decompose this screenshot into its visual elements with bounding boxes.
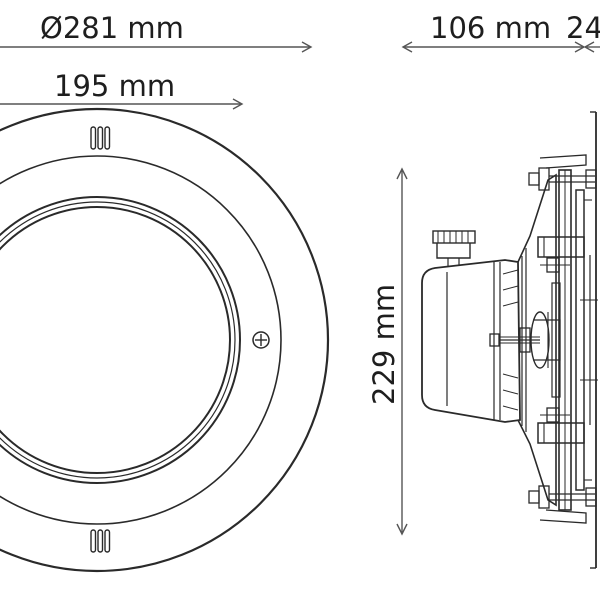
upper-clamp [537,236,585,273]
inner-diameter-dimension [0,98,244,110]
diameter-dimension [0,41,313,53]
flange-label: 24 [566,11,600,45]
bottom-vent-slots [90,529,111,553]
lower-clamp [537,407,585,444]
side-view [421,111,598,569]
flange [551,169,598,511]
diameter-label: Ø281 mm [40,11,184,45]
depth-label: 106 mm [430,11,551,45]
depth-dimension [401,41,600,53]
height-dimension [396,167,408,536]
cable-gland [432,230,476,266]
bottom-screw-assembly [528,485,597,524]
screw-icon [252,331,270,349]
cooling-fins [502,269,519,411]
top-screw-assembly [528,154,597,191]
front-view [0,107,330,573]
top-vent-slots [90,126,111,150]
inner-diameter-label: 195 mm [54,69,175,103]
height-label: 229 mm [367,284,401,405]
